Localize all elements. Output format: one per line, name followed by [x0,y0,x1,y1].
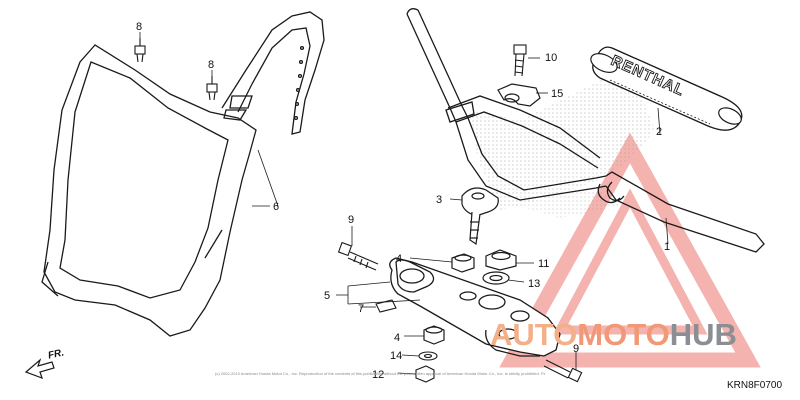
callout-15: 15 [551,88,563,100]
watermark-logo [499,132,761,368]
callout-7: 7 [358,303,364,315]
upper-holder [497,83,541,107]
callout-1: 1 [664,241,670,253]
callout-9: 9 [348,214,354,226]
nut-4-upper [451,253,475,273]
washer-14 [418,351,438,361]
bolt-8-upper [134,38,146,63]
callout-2: 2 [656,126,662,138]
copyright-notice: (c) 2002-2013 American Honda Motor Co., … [215,371,545,376]
bolt-9-upper [337,241,379,271]
callout-4: 4 [396,253,402,265]
callout-13: 13 [528,278,540,290]
watermark-hub: HUB [669,317,737,352]
number-plate [41,11,325,337]
bolt-9-lower [543,359,583,383]
watermark-text: AUTOMOTOHUB [490,319,737,350]
callout-3: 3 [436,194,442,206]
front-direction-arrow-icon [24,358,55,380]
callout-4: 4 [394,332,400,344]
watermark-auto: AUTO [490,317,578,352]
top-bridge [389,257,561,357]
diagram-code: KRN8F0700 [727,380,783,391]
lower-holder [461,187,499,246]
callout-10: 10 [545,52,557,64]
callout-6: 6 [273,201,279,213]
callout-5: 5 [324,290,330,302]
nut-4-lower [423,325,445,345]
callout-14: 14 [390,350,402,362]
nut-11 [485,249,517,271]
callout-8: 8 [208,59,214,71]
callout-12: 12 [372,369,384,381]
callout-8: 8 [136,21,142,33]
watermark-moto: MOTO [577,317,670,352]
bolt-8-lower [206,76,218,101]
bolt-10 [513,44,527,77]
clip-7 [375,299,397,313]
washer-13 [482,271,510,285]
callout-9: 9 [573,343,579,355]
nut-12 [415,365,435,383]
handlebar [406,8,765,253]
callout-11: 11 [538,258,549,270]
leader-lines [139,32,669,375]
